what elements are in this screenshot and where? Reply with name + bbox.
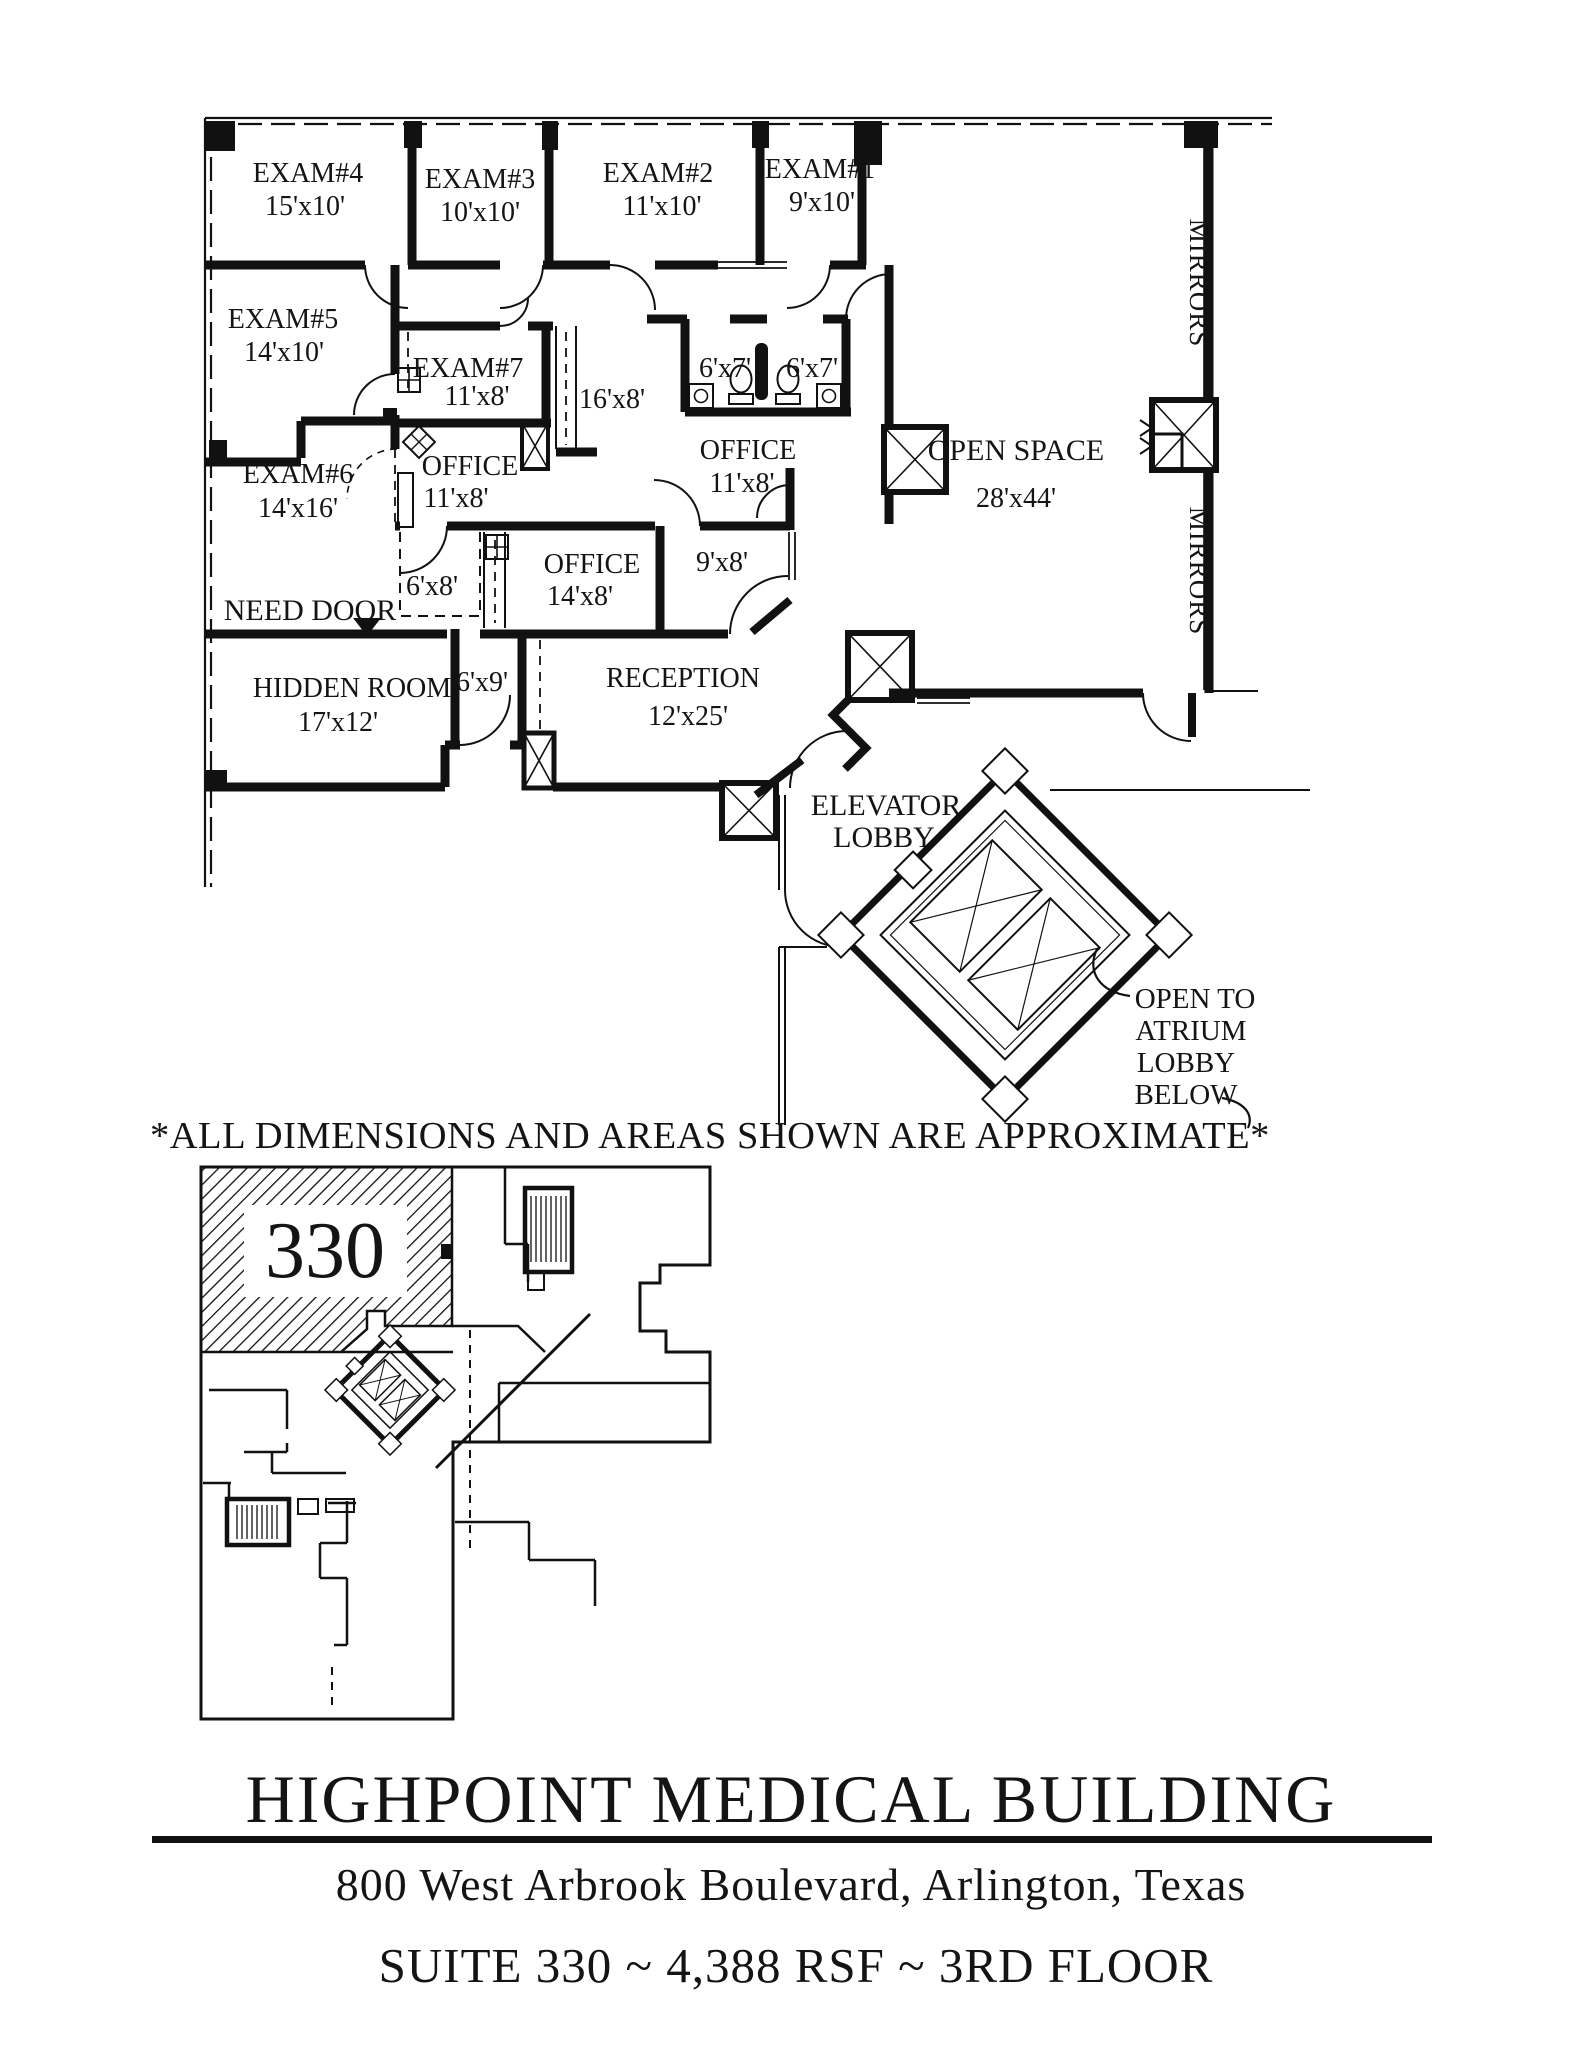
mirrors-label-lower: MIRRORS	[1184, 507, 1214, 636]
shaft-boxes	[520, 397, 1219, 841]
room-label-office14-dims: 14'x8'	[547, 581, 613, 612]
building-address: 800 West Arbrook Boulevard, Arlington, T…	[336, 1859, 1247, 1910]
key-plan-elevator-icon	[323, 1323, 457, 1457]
room-label-exam4-name: EXAM#4	[253, 158, 363, 189]
elevator-shaft-icon	[719, 780, 779, 841]
toilet-icon	[775, 364, 801, 405]
room-label-restroom-left-dims: 6'x7'	[699, 353, 751, 384]
window-lines	[718, 261, 970, 704]
room-label-exam7-dims: 11'x8'	[444, 381, 509, 412]
atrium-note-line3: LOBBY	[1137, 1047, 1235, 1079]
stairs-icon	[224, 1496, 355, 1548]
room-label-office14-name: OFFICE	[544, 549, 640, 580]
room-label-exam4-dims: 15'x10'	[265, 191, 345, 222]
room-label-hidden-name: HIDDEN ROOM	[253, 673, 451, 704]
atrium-note-line1: OPEN TO	[1135, 983, 1256, 1015]
thermostat-icon	[397, 367, 421, 393]
key-plan-diagonal-corridor	[434, 1312, 592, 1470]
room-label-6x8-dims: 6'x8'	[406, 571, 458, 602]
elevator-shaft-icon	[881, 424, 949, 495]
room-label-openspace-dims: 28'x44'	[976, 483, 1056, 514]
sink-icon	[816, 383, 842, 409]
key-plan-dashed	[331, 1330, 471, 1710]
room-label-exam5-name: EXAM#5	[228, 304, 338, 335]
cabinet-icon	[397, 472, 414, 528]
room-label-exam3-dims: 10'x10'	[440, 197, 520, 228]
room-label-exam5-dims: 14'x10'	[244, 337, 324, 368]
corridor-marker-icon	[520, 421, 550, 471]
main-suite-plan: EXAM#4 15'x10' EXAM#3 10'x10' EXAM#2 11'…	[203, 116, 1310, 1129]
atrium-elevator-icon	[816, 746, 1194, 1124]
elevator-shaft-icon	[521, 730, 557, 791]
disclaimer-note: *ALL DIMENSIONS AND AREAS SHOWN ARE APPR…	[150, 1115, 1270, 1157]
room-label-office-upper-dims: 11'x8'	[709, 468, 774, 499]
room-label-reception-name: RECEPTION	[606, 663, 760, 694]
misc-fixtures	[353, 367, 509, 636]
stairs-icon	[522, 1185, 575, 1291]
title-rule	[152, 1836, 1432, 1843]
elevator-shaft-icon	[845, 630, 915, 703]
exterior-window-wall	[203, 116, 1272, 887]
need-door-arrow-icon	[353, 618, 381, 636]
atrium-note-line2: ATRIUM	[1135, 1015, 1246, 1047]
divider-pill	[755, 343, 768, 400]
room-label-exam6-name: EXAM#6	[243, 459, 353, 490]
room-label-hidden-dims: 17'x12'	[298, 707, 378, 738]
room-label-restroom-right-dims: 6'x7'	[786, 353, 838, 384]
suite-number-box	[244, 1205, 407, 1297]
room-label-reception-dims: 12'x25'	[648, 701, 728, 732]
title-block: HIGHPOINT MEDICAL BUILDING 800 West Arbr…	[152, 1761, 1432, 1993]
need-door-note: NEED DOOR	[224, 594, 397, 627]
door-arcs	[353, 264, 1192, 948]
room-label-office-left-dims: 11'x8'	[423, 483, 488, 514]
mirror-shaft-icon	[1139, 397, 1219, 473]
atrium-note-line4: BELOW	[1134, 1079, 1238, 1111]
arrow-icon	[1139, 419, 1154, 455]
elevator-lobby-label-line1: ELEVATOR	[811, 789, 962, 822]
room-label-openspace-name: OPEN SPACE	[928, 434, 1104, 467]
door-gap	[281, 1429, 293, 1443]
sink-icon	[688, 383, 714, 409]
suite-number: 330	[265, 1207, 385, 1295]
room-label-exam3-name: EXAM#3	[425, 164, 535, 195]
room-label-exam2-dims: 11'x10'	[622, 191, 701, 222]
mirrors-label-upper: MIRRORS	[1184, 219, 1214, 348]
room-label-9x8-dims: 9'x8'	[696, 547, 748, 578]
thermostat-icon	[485, 534, 509, 560]
building-title: HIGHPOINT MEDICAL BUILDING	[246, 1761, 1337, 1837]
restroom-fixtures	[688, 343, 842, 409]
key-plan-partitions	[203, 1167, 710, 1647]
room-label-exam7-name: EXAM#7	[413, 353, 523, 384]
interior-walls-thick	[205, 121, 1214, 799]
room-label-exam1-name: EXAM#1	[765, 154, 875, 185]
elevator-lobby-label-line2: LOBBY	[833, 821, 935, 854]
room-label-6x9-dims: 6'x9'	[456, 667, 508, 698]
diamond-fixture-icon	[401, 424, 437, 460]
room-label-office-left-name: OFFICE	[422, 451, 518, 482]
suite-info-line: SUITE 330 ~ 4,388 RSF ~ 3RD FLOOR	[379, 1938, 1214, 1993]
key-plan: 330	[199, 1165, 712, 1721]
thin-lines	[690, 130, 1310, 1125]
toilet-icon	[728, 364, 754, 405]
room-label-office-upper-name: OFFICE	[700, 435, 796, 466]
room-label-corridor16-dims: 16'x8'	[579, 384, 645, 415]
hatch-notch	[441, 1244, 453, 1259]
room-labels: EXAM#4 15'x10' EXAM#3 10'x10' EXAM#2 11'…	[224, 154, 1256, 1111]
room-label-exam1-dims: 9'x10'	[789, 187, 855, 218]
leader-curves	[1092, 948, 1251, 1129]
room-label-exam2-name: EXAM#2	[603, 158, 713, 189]
room-label-exam6-dims: 14'x16'	[258, 493, 338, 524]
